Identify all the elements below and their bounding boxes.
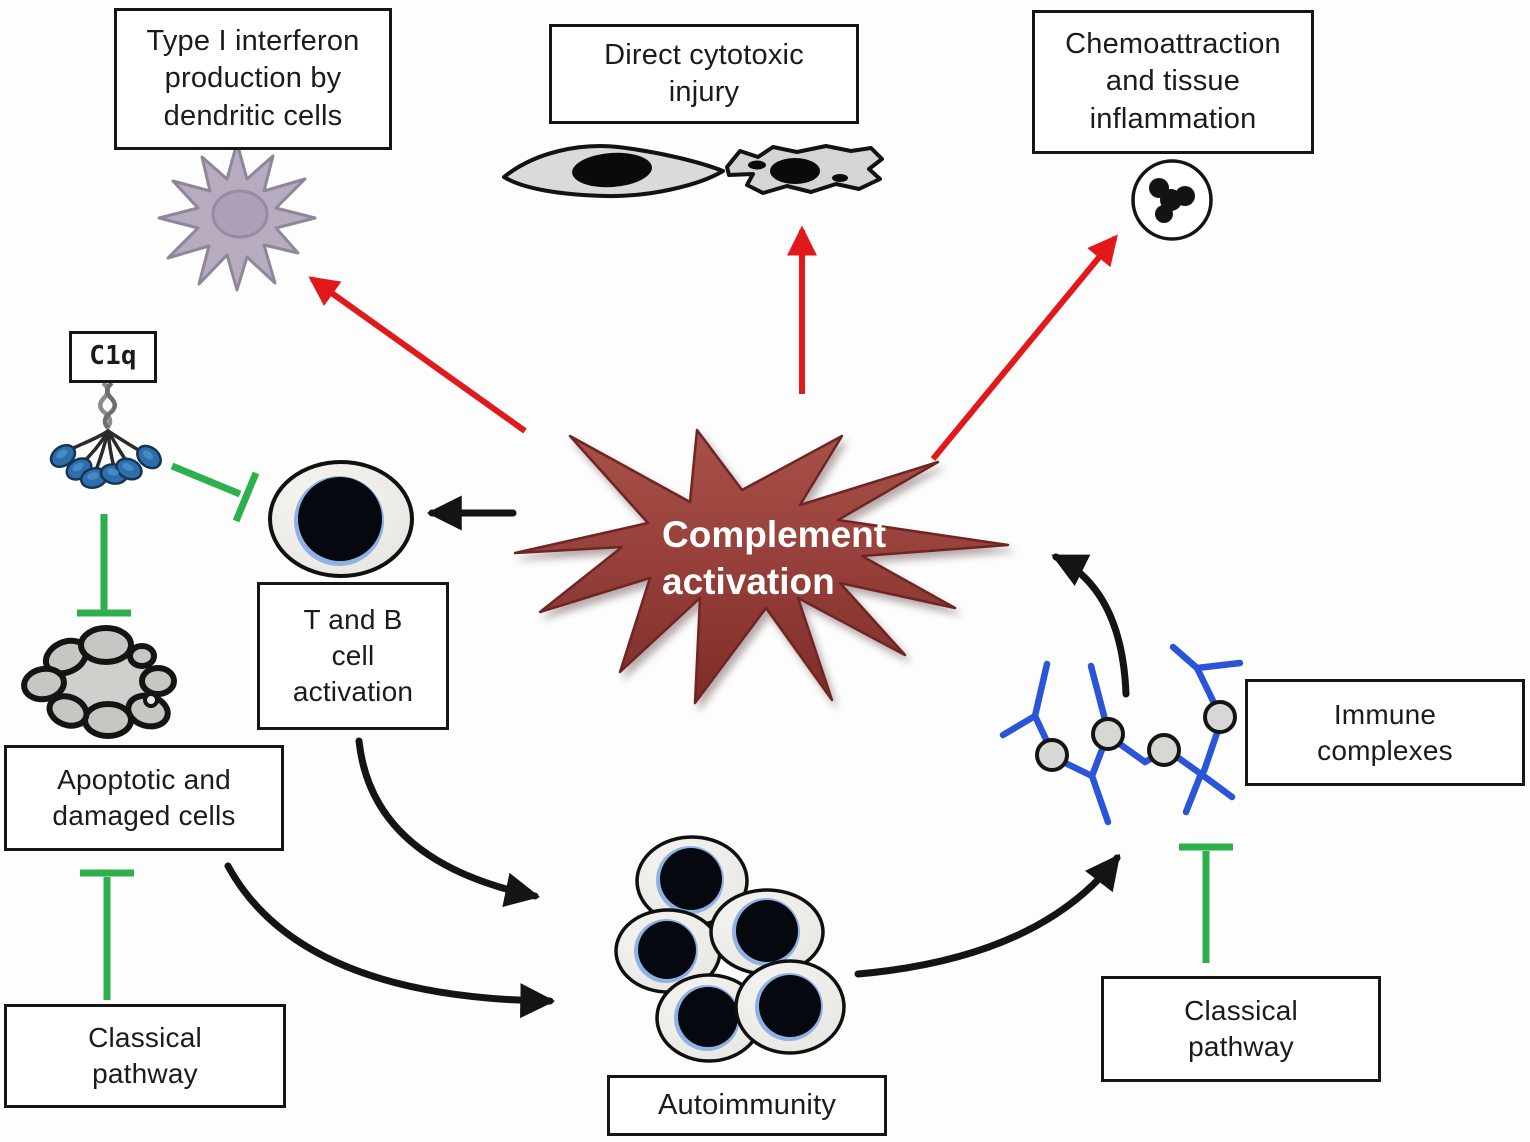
- arrow-autoimmunity-to-immune-complexes: [854, 853, 1121, 978]
- label-chemoattraction: Chemoattraction and tissue inflammation: [1032, 10, 1314, 154]
- c1q-head-highlights: [56, 449, 154, 480]
- chemokine-blob: [1149, 178, 1195, 223]
- chemokine-icon: [1131, 159, 1213, 241]
- label-immune-complexes: Immune complexes: [1245, 679, 1525, 786]
- immune-complexes-illustration: [999, 643, 1244, 826]
- c1q-molecule-illustration: [49, 381, 162, 490]
- lymphocyte-cell: [268, 460, 414, 578]
- label-autoimmunity: Autoimmunity: [607, 1075, 887, 1136]
- apoptotic-cells-illustration: [21, 625, 177, 739]
- label-type-i-interferon: Type I interferon production by dendriti…: [114, 8, 392, 150]
- arrow-apoptotic-to-autoimmunity: [224, 862, 556, 1019]
- burst-label-line2: activation: [662, 561, 835, 602]
- green-inhibition-lines: [77, 462, 1233, 1000]
- inhibit-c1q-to-apoptotic: [77, 514, 131, 617]
- arrow-immune-complexes-to-burst: [1051, 553, 1130, 698]
- autoimmune-cell: [734, 959, 846, 1055]
- arrow-tb-to-autoimmunity: [355, 737, 541, 908]
- label-c1q: C1q: [69, 331, 157, 383]
- arrow-to-chemoattraction: [930, 234, 1118, 461]
- inhibit-classical-right-to-immune-complexes: [1179, 843, 1233, 963]
- inhibit-c1q-to-tb-cell: [170, 462, 260, 523]
- burst-label-line1: Complement: [662, 514, 886, 555]
- dendritic-cell-illustration: [157, 141, 317, 292]
- antigen-particles: [1035, 700, 1237, 772]
- dendritic-nucleus: [211, 189, 269, 239]
- autoimmune-cell: [709, 888, 825, 976]
- label-classical-pathway-right: Classical pathway: [1101, 976, 1381, 1082]
- label-direct-cytotoxic-injury: Direct cytotoxic injury: [549, 24, 859, 124]
- damaged-cell: [725, 144, 884, 195]
- autoimmunity-cells-illustration: [614, 835, 846, 1063]
- c1q-globular-heads: [49, 443, 162, 490]
- autoimmune-cell: [655, 973, 763, 1063]
- label-apoptotic-damaged-cells: Apoptotic and damaged cells: [4, 745, 284, 851]
- healthy-spindle-cell: [502, 144, 725, 199]
- label-t-and-b-cell-activation: T and B cell activation: [257, 582, 449, 730]
- complement-activation-burst: Complement activation: [513, 428, 1010, 705]
- autoimmune-cell: [635, 835, 749, 927]
- label-classical-pathway-left: Classical pathway: [4, 1004, 286, 1108]
- inhibit-classical-left-to-apoptotic: [80, 869, 134, 1000]
- black-flow-arrows: [224, 495, 1130, 1019]
- red-activation-arrows: [308, 225, 1118, 461]
- cytotoxic-cells-illustration: [502, 144, 884, 199]
- arrow-to-interferon: [308, 276, 527, 434]
